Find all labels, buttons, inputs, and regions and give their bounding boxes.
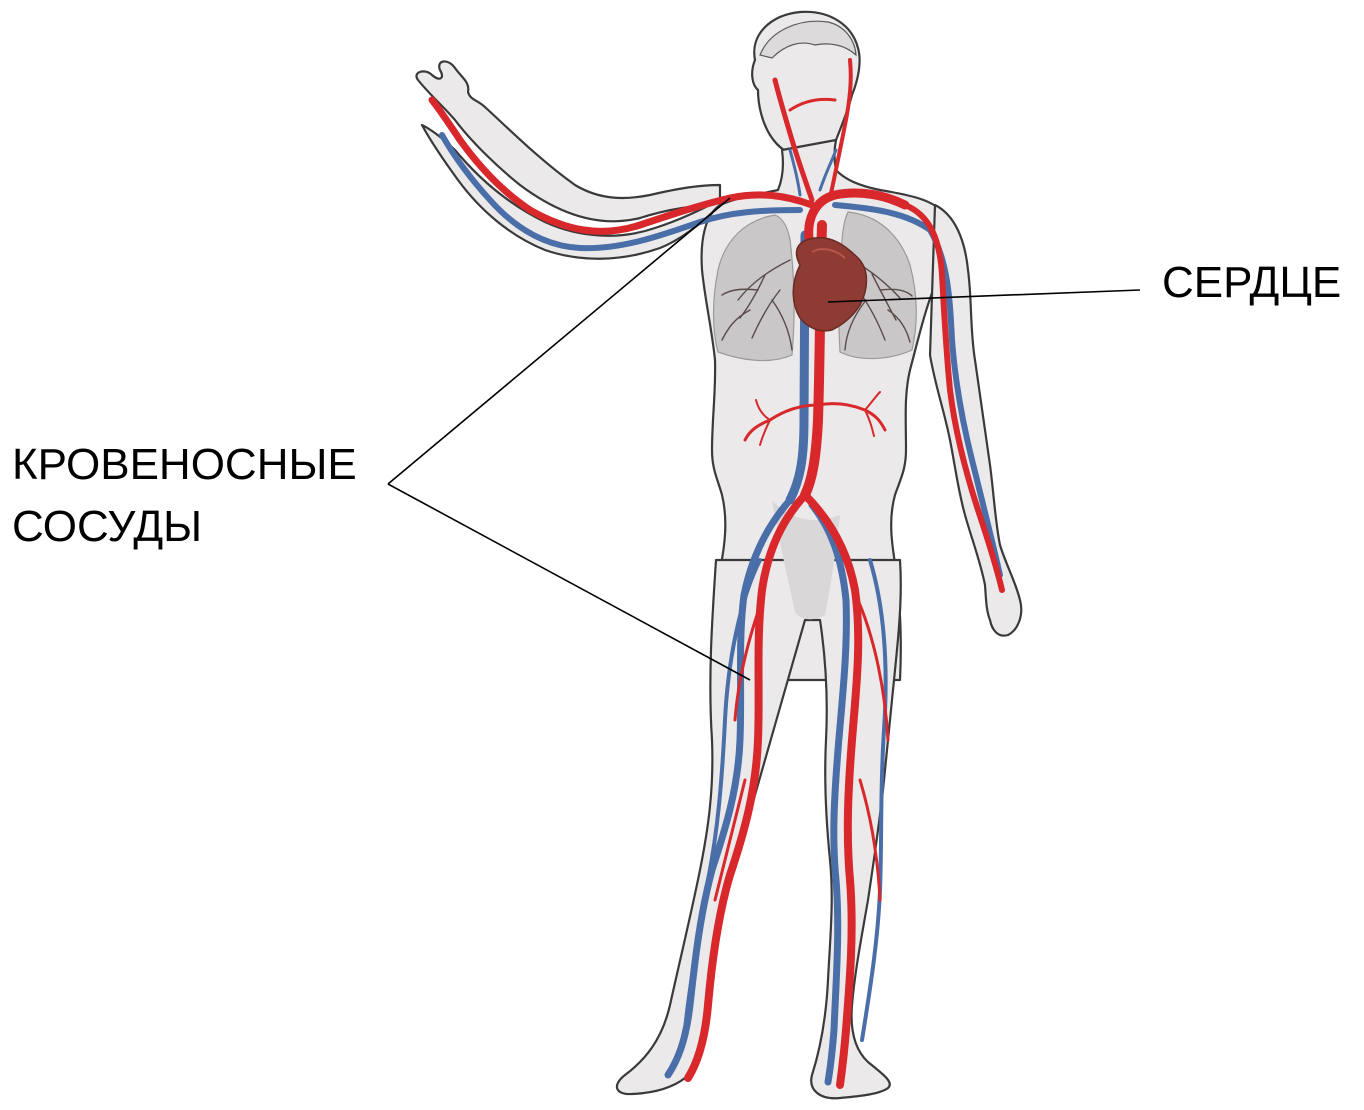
- blood-vessels-label-line-1: КРОВЕНОСНЫЕ: [12, 434, 357, 496]
- heart-label: СЕРДЦЕ: [1162, 252, 1341, 314]
- vessels-leader-line-lower: [388, 484, 750, 680]
- blood-vessels-label-line-2: СОСУДЫ: [12, 496, 202, 558]
